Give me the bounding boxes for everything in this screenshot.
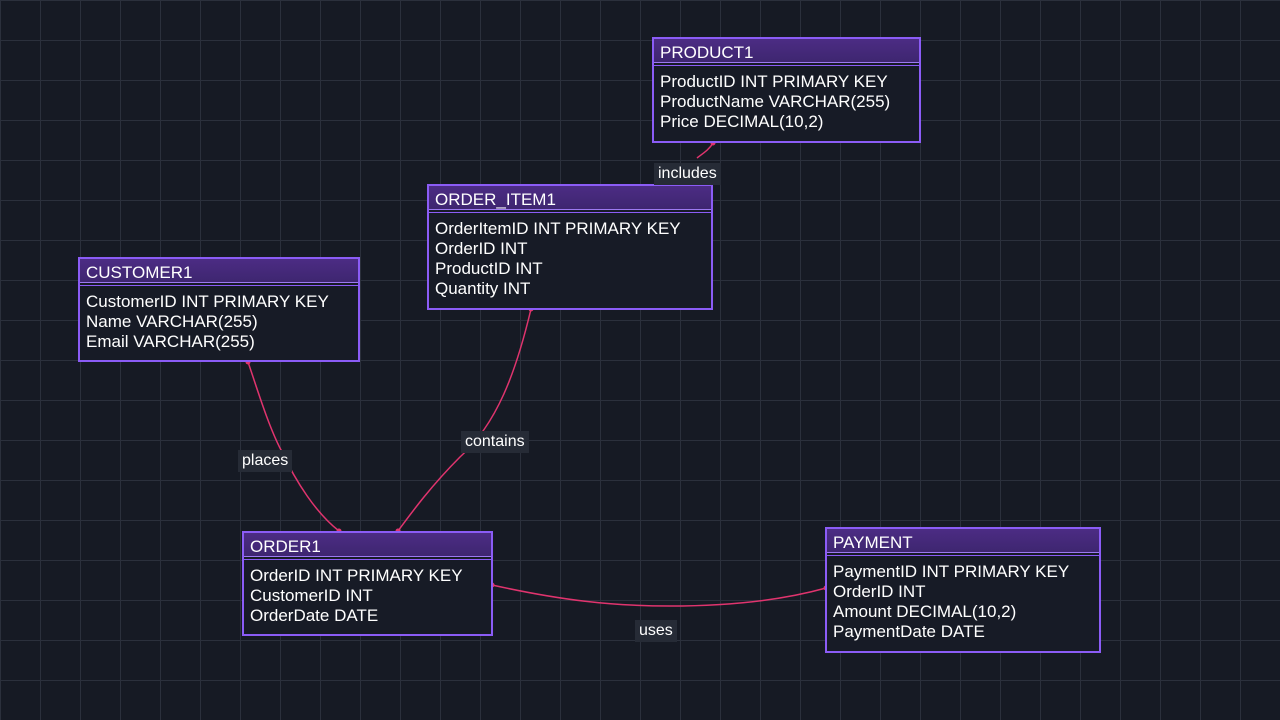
entity-field: PaymentDate DATE (833, 622, 985, 641)
entity-divider (244, 557, 491, 560)
entity-divider (827, 553, 1099, 556)
entity-field: OrderID INT PRIMARY KEY (250, 566, 463, 585)
entity-divider (429, 210, 711, 213)
entity-title: PAYMENT (827, 529, 1099, 553)
edge-uses[interactable] (491, 584, 827, 607)
entity-title: ORDER1 (244, 533, 491, 557)
entity-field: Email VARCHAR(255) (86, 332, 255, 351)
entity-title: CUSTOMER1 (80, 259, 358, 283)
entity-payment[interactable]: PAYMENT PaymentID INT PRIMARY KEY OrderI… (825, 527, 1101, 653)
relationship-label-includes[interactable]: includes (654, 163, 721, 185)
entity-field: ProductName VARCHAR(255) (660, 92, 891, 111)
edge-includes[interactable] (696, 142, 714, 159)
entity-field: ProductID INT PRIMARY KEY (660, 72, 888, 91)
entity-field-list: PaymentID INT PRIMARY KEY OrderID INT Am… (827, 556, 1099, 642)
entity-field: OrderItemID INT PRIMARY KEY (435, 219, 681, 238)
entity-field-list: OrderID INT PRIMARY KEY CustomerID INT O… (244, 560, 491, 626)
entity-divider (654, 63, 919, 66)
relationship-label-uses[interactable]: uses (635, 620, 677, 642)
entity-field: OrderID INT (833, 582, 926, 601)
entity-field: Name VARCHAR(255) (86, 312, 258, 331)
entity-customer[interactable]: CUSTOMER1 CustomerID INT PRIMARY KEY Nam… (78, 257, 360, 362)
entity-order[interactable]: ORDER1 OrderID INT PRIMARY KEY CustomerI… (242, 531, 493, 636)
entity-field: ProductID INT (435, 259, 543, 278)
entity-field-list: OrderItemID INT PRIMARY KEY OrderID INT … (429, 213, 711, 299)
entity-field: Price DECIMAL(10,2) (660, 112, 824, 131)
entity-field: OrderDate DATE (250, 606, 379, 625)
relationship-label-places[interactable]: places (238, 450, 293, 472)
entity-field-list: CustomerID INT PRIMARY KEY Name VARCHAR(… (80, 286, 358, 352)
edge-contains[interactable] (397, 308, 532, 532)
entity-field: OrderID INT (435, 239, 528, 258)
entity-field: Quantity INT (435, 279, 531, 298)
entity-title: ORDER_ITEM1 (429, 186, 711, 210)
entity-field-list: ProductID INT PRIMARY KEY ProductName VA… (654, 66, 919, 132)
entity-field: CustomerID INT PRIMARY KEY (86, 292, 329, 311)
entity-title: PRODUCT1 (654, 39, 919, 63)
entity-field: PaymentID INT PRIMARY KEY (833, 562, 1070, 581)
entity-field: CustomerID INT (250, 586, 373, 605)
entity-field: Amount DECIMAL(10,2) (833, 602, 1017, 621)
entity-order-item[interactable]: ORDER_ITEM1 OrderItemID INT PRIMARY KEY … (427, 184, 713, 310)
entity-divider (80, 283, 358, 286)
entity-product[interactable]: PRODUCT1 ProductID INT PRIMARY KEY Produ… (652, 37, 921, 143)
relationship-label-contains[interactable]: contains (461, 431, 529, 453)
edge-places[interactable] (247, 361, 340, 532)
